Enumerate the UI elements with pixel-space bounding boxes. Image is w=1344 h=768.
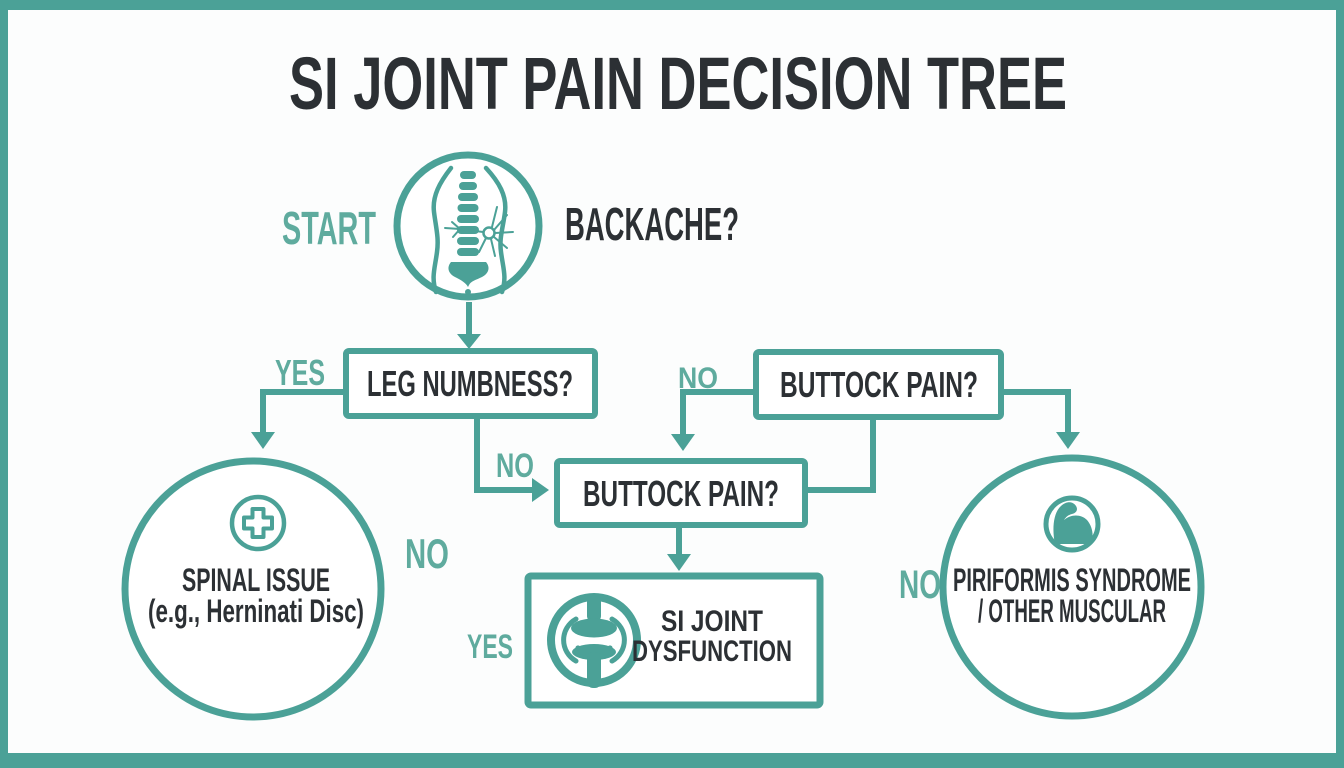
- label-no-leg: NO: [496, 447, 534, 485]
- spinal-issue-label-line2: (e.g., Herninati Disc): [148, 593, 364, 629]
- arrowhead-down-icon: [667, 554, 691, 571]
- leg-numbness-label: LEG NUMBNESS?: [367, 363, 573, 404]
- start-label: START: [282, 202, 376, 254]
- spine-back-icon: [431, 165, 514, 295]
- connectors: [251, 302, 1080, 571]
- connector-no-top-to-buttockpain-mid: [680, 389, 756, 436]
- connector-top-to-piriformis: [1001, 389, 1071, 434]
- label-yes-si: YES: [467, 628, 513, 666]
- vertebrae: [457, 171, 479, 256]
- arrowhead-down-icon: [457, 334, 481, 349]
- node-buttock-pain-top: BUTTOCK PAIN?: [753, 349, 1004, 420]
- si-joint-label-line2: DYSFUNCTION: [632, 635, 792, 668]
- start-node: START BACKACHE?: [282, 151, 739, 301]
- leg-numbness-box: [343, 348, 598, 419]
- branch-labels: YES NO NO NO YES NO: [275, 352, 941, 666]
- label-no-spinal: NO: [405, 530, 449, 577]
- piriformis-circle: [939, 454, 1205, 720]
- arrowhead-down-icon: [671, 434, 695, 451]
- buttock-pain-top-label: BUTTOCK PAIN?: [780, 364, 978, 405]
- node-si-joint-dysfunction: SI JOINT DYSFUNCTION: [524, 572, 824, 709]
- backache-question: BACKACHE?: [565, 198, 739, 250]
- connector-yes-to-spinal: [260, 389, 346, 434]
- piriformis-label-line2: / OTHER MUSCULAR: [978, 593, 1166, 629]
- node-spinal-issue: SPINAL ISSUE (e.g., Herninati Disc): [121, 457, 385, 721]
- label-no-piriformis: NO: [899, 563, 941, 607]
- arrowhead-right-icon: [532, 478, 549, 502]
- arrowhead-down-icon: [1056, 432, 1080, 449]
- muscle-icon: [1043, 495, 1101, 553]
- nerve-pain-point: [444, 206, 514, 257]
- buttock-pain-mid-box: [554, 458, 808, 528]
- page-title: SI JOINT PAIN DECISION TREE: [289, 42, 1067, 125]
- connector-no-to-buttockpain-mid: [474, 417, 533, 493]
- buttock-pain-mid-label: BUTTOCK PAIN?: [583, 473, 779, 514]
- medical-cross-icon: [229, 494, 287, 552]
- arrowhead-down-icon: [251, 432, 275, 449]
- node-leg-numbness: LEG NUMBNESS?: [343, 348, 598, 419]
- si-joint-label-line1: SI JOINT: [661, 605, 763, 638]
- sacrum-shape: [448, 262, 489, 287]
- connector-mid-to-top-elbow: [805, 420, 876, 493]
- node-piriformis: PIRIFORMIS SYNDROME / OTHER MUSCULAR: [939, 454, 1205, 720]
- piriformis-label-line1: PIRIFORMIS SYNDROME: [953, 562, 1191, 598]
- joint-icon: [547, 593, 641, 688]
- spinal-issue-label-line1: SPINAL ISSUE: [182, 562, 330, 598]
- label-no-top: NO: [678, 362, 718, 395]
- node-buttock-pain-mid: BUTTOCK PAIN?: [554, 458, 808, 528]
- spinal-issue-circle: [121, 457, 385, 721]
- buttock-pain-top-box: [753, 349, 1004, 420]
- label-yes-leg: YES: [275, 352, 325, 393]
